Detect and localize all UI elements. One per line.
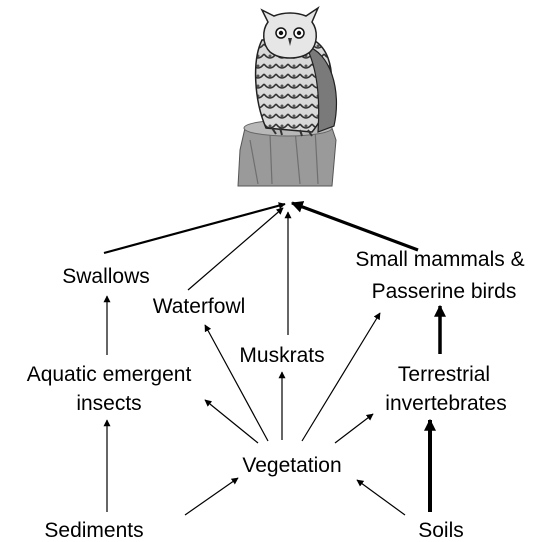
label-terrestrial-line1: Terrestrial	[398, 363, 490, 386]
label-sediments: Sediments	[44, 519, 143, 542]
label-muskrats: Muskrats	[239, 344, 324, 367]
label-swallows: Swallows	[62, 265, 150, 288]
label-terrestrial-line2: invertebrates	[385, 392, 506, 415]
label-soils: Soils	[418, 519, 464, 542]
label-small-mammals-line1: Small mammals &	[355, 248, 524, 271]
arrow-vegetation-to-small-mammals	[302, 313, 380, 441]
labels-layer: Swallows Waterfowl Small mammals & Passe…	[27, 248, 525, 542]
arrow-sediments-to-vegetation	[185, 478, 238, 515]
arrow-vegetation-to-waterfowl	[205, 325, 268, 441]
arrow-soils-to-vegetation	[357, 480, 405, 515]
arrow-small-mammals-to-owl	[292, 203, 418, 250]
arrow-waterfowl-to-owl	[188, 208, 283, 290]
owl-illustration	[238, 8, 336, 186]
arrow-vegetation-to-aquatic-insects	[205, 400, 258, 443]
label-waterfowl: Waterfowl	[153, 295, 246, 318]
arrow-vegetation-to-terrestrial	[335, 414, 373, 443]
label-vegetation: Vegetation	[242, 454, 341, 477]
arrow-swallows-to-owl	[104, 204, 285, 253]
label-small-mammals-line2: Passerine birds	[372, 280, 517, 303]
label-aquatic-insects-line1: Aquatic emergent	[27, 363, 192, 386]
label-aquatic-insects-line2: insects	[76, 392, 141, 415]
owl-head	[262, 8, 318, 58]
